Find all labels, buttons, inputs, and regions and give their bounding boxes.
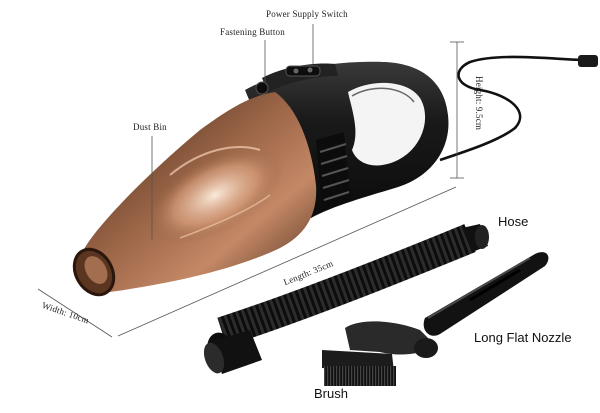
height-dimension-label: Height: 9.5cm [474, 76, 484, 131]
long-flat-nozzle-label: Long Flat Nozzle [474, 330, 572, 345]
hose-accessory [203, 224, 489, 374]
power-cord [439, 55, 586, 162]
brush-accessory [322, 321, 438, 386]
hose-label: Hose [498, 214, 529, 229]
power-supply-switch-label: Power Supply Switch [266, 9, 348, 19]
long-flat-nozzle-accessory [423, 252, 549, 336]
leader-lines [37, 24, 464, 338]
handle-opening [348, 82, 426, 166]
fastening-button-label: Fastening Button [220, 27, 285, 37]
fastening-button-knob [255, 81, 269, 95]
cord-plug [578, 55, 598, 67]
brush-label: Brush [314, 386, 348, 401]
air-vents [316, 132, 350, 210]
power-switch-knob [285, 65, 321, 77]
bin-glow [146, 146, 284, 244]
dust-bin-label: Dust Bin [133, 122, 167, 132]
